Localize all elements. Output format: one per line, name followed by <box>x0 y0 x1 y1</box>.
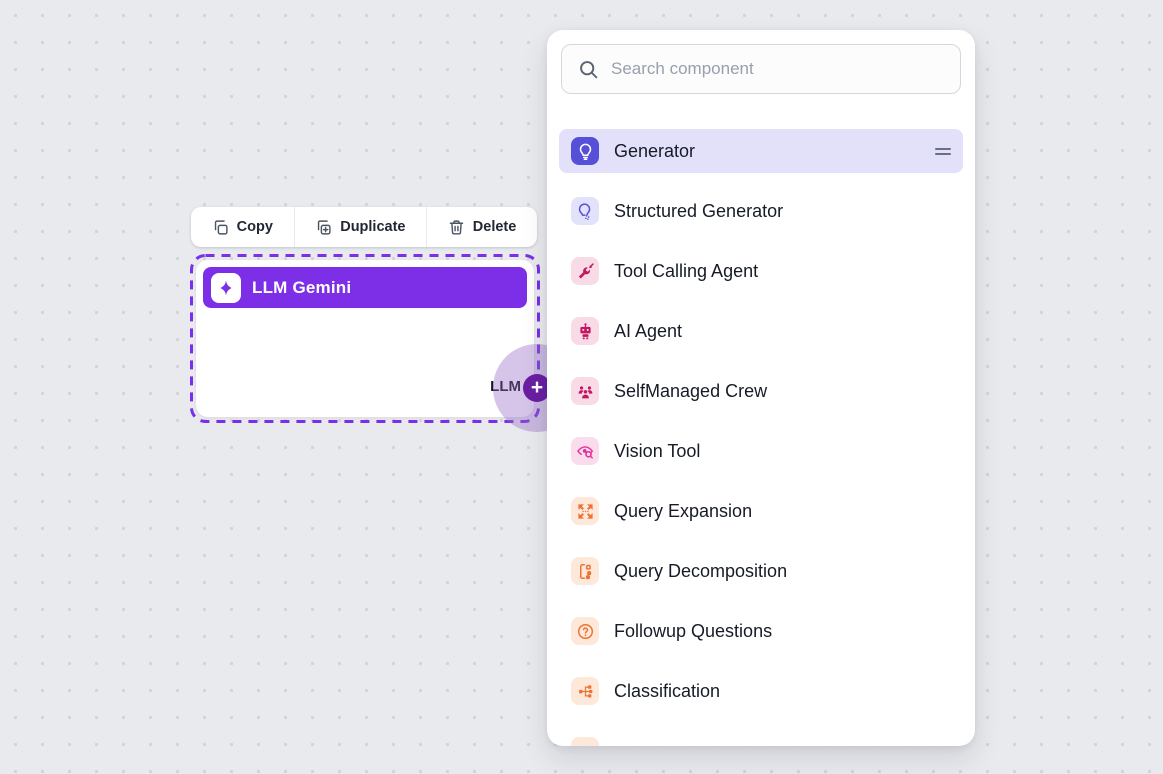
copy-button[interactable]: Copy <box>191 207 294 247</box>
bracket-blocks-icon <box>571 557 599 585</box>
delete-button[interactable]: Delete <box>427 207 537 247</box>
eye-magnifier-icon <box>571 437 599 465</box>
component-label: Query Decomposition <box>614 561 951 582</box>
component-label: Structured Generator <box>614 201 951 222</box>
component-label: SelfManaged Crew <box>614 381 951 402</box>
trash-icon <box>448 219 465 236</box>
duplicate-button[interactable]: Duplicate <box>295 207 427 247</box>
duplicate-label: Duplicate <box>340 219 405 235</box>
wrench-arrow-icon <box>571 257 599 285</box>
llm-gemini-node[interactable]: LLM Gemini LLM <box>190 254 540 423</box>
component-item-query-expansion[interactable]: Query Expansion <box>559 489 963 533</box>
component-item-classification[interactable]: Classification <box>559 669 963 713</box>
component-item-partial[interactable] <box>559 729 963 746</box>
component-label: Generator <box>614 141 920 162</box>
delete-label: Delete <box>473 219 517 235</box>
node-title: LLM Gemini <box>252 278 351 298</box>
node-header[interactable]: LLM Gemini <box>203 267 527 308</box>
node-body[interactable]: LLM Gemini LLM <box>196 260 534 417</box>
component-label: Followup Questions <box>614 621 951 642</box>
sparkle-icon <box>211 273 241 303</box>
robot-icon <box>571 317 599 345</box>
component-item-ai-agent[interactable]: AI Agent <box>559 309 963 353</box>
search-input[interactable] <box>611 59 944 79</box>
duplicate-icon <box>315 219 332 236</box>
component-item-selfmanaged-crew[interactable]: SelfManaged Crew <box>559 369 963 413</box>
component-item-followup-questions[interactable]: Followup Questions <box>559 609 963 653</box>
component-item-structured-generator[interactable]: Structured Generator <box>559 189 963 233</box>
lightbulb-icon <box>571 137 599 165</box>
component-label: Classification <box>614 681 951 702</box>
branch-diagram-icon <box>571 677 599 705</box>
question-circle-icon <box>571 617 599 645</box>
copy-icon <box>212 219 229 236</box>
drag-handle-icon[interactable] <box>935 148 951 155</box>
component-list: Generator Structured Generator Tool Call… <box>559 129 963 746</box>
component-search-box[interactable] <box>561 44 961 94</box>
lightbulb-dots-icon <box>571 197 599 225</box>
output-handle-label: LLM <box>485 378 521 395</box>
copy-label: Copy <box>237 219 273 235</box>
component-item-vision-tool[interactable]: Vision Tool <box>559 429 963 473</box>
component-label: Vision Tool <box>614 441 951 462</box>
component-item-tool-calling-agent[interactable]: Tool Calling Agent <box>559 249 963 293</box>
partially-hidden-icon <box>571 737 599 746</box>
component-label: Tool Calling Agent <box>614 261 951 282</box>
expand-arrows-icon <box>571 497 599 525</box>
component-label: Query Expansion <box>614 501 951 522</box>
component-item-query-decomposition[interactable]: Query Decomposition <box>559 549 963 593</box>
component-item-generator[interactable]: Generator <box>559 129 963 173</box>
component-picker-panel: Generator Structured Generator Tool Call… <box>547 30 975 746</box>
node-context-toolbar: Copy Duplicate Delete <box>191 207 537 247</box>
search-icon <box>578 59 599 80</box>
people-group-icon <box>571 377 599 405</box>
component-label: AI Agent <box>614 321 951 342</box>
